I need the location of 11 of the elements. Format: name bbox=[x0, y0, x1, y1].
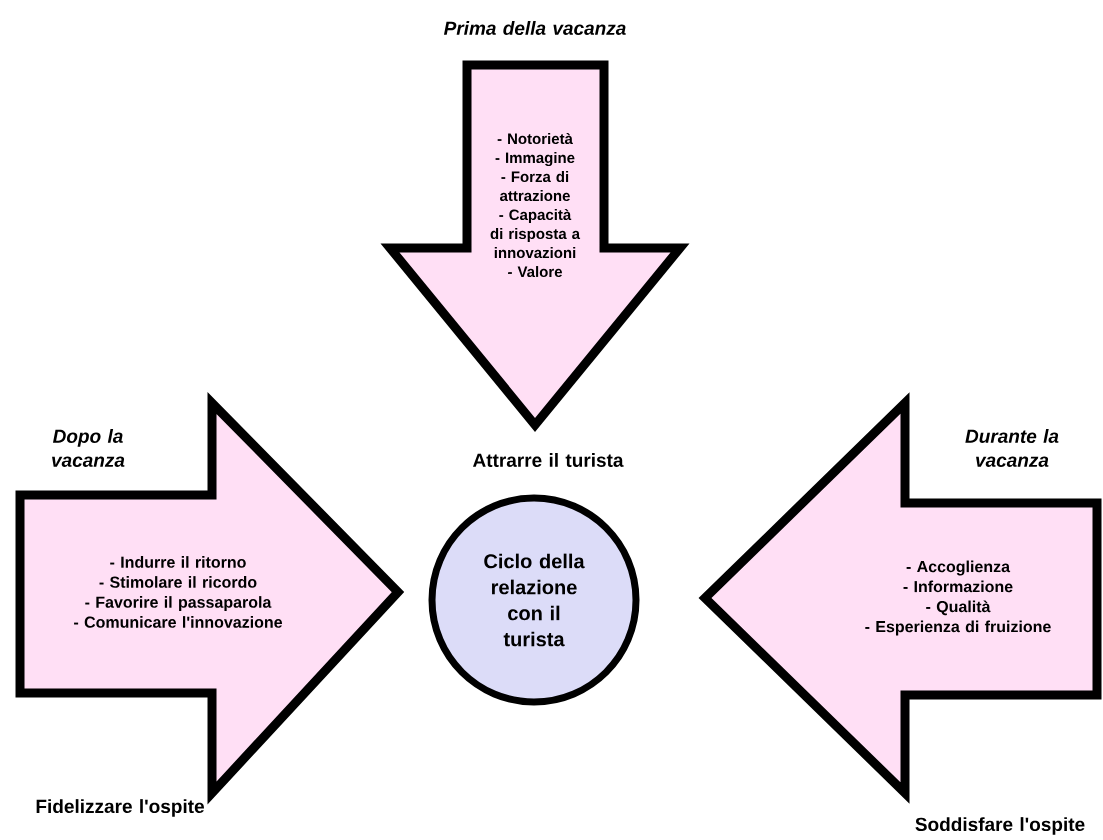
heading: Durante la vacanza bbox=[965, 429, 1059, 467]
node-label: - Notorietà bbox=[497, 132, 573, 145]
heading: Prima della vacanza bbox=[444, 21, 626, 35]
heading: Dopo la vacanza bbox=[52, 429, 125, 467]
node-label: - Immagine bbox=[495, 152, 575, 167]
node-label: - Forza di attrazione bbox=[500, 171, 570, 202]
node-label: Fidelizzare l'ospite bbox=[36, 799, 204, 817]
node-label: - Valore bbox=[508, 266, 563, 278]
node-label: - Capacità di risposta a innovazioni bbox=[490, 208, 581, 259]
node-label: Soddisfare l'ospite bbox=[915, 817, 1085, 835]
node-label: Attrarre il turista bbox=[473, 453, 624, 467]
